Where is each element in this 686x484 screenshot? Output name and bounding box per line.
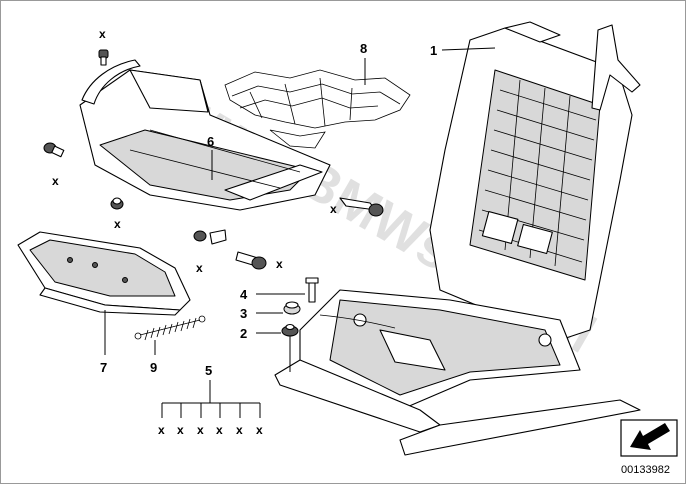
spring-mat-part[interactable]: [224, 69, 411, 149]
label-part-2: 2: [240, 326, 247, 341]
diagram-code: 00133982: [621, 464, 670, 476]
x-mark-group5: x: [256, 423, 263, 437]
x-mark-left-bolt: x: [52, 174, 59, 188]
tension-spring-part[interactable]: [134, 315, 206, 341]
label-part-4: 4: [240, 287, 248, 302]
nut-part-2[interactable]: [281, 323, 299, 337]
x-mark-top-screw: x: [99, 27, 106, 41]
bushing-part-3[interactable]: [283, 301, 301, 315]
x-mark-group5: x: [236, 423, 243, 437]
shoulder-bolt-part[interactable]: [235, 251, 267, 270]
seat-pan-part[interactable]: [79, 59, 331, 211]
label-part-6: 6: [207, 134, 214, 149]
x-mark-group5: x: [177, 423, 184, 437]
seat-base-frame[interactable]: [274, 289, 641, 456]
x-mark-group5: x: [216, 423, 223, 437]
left-bolt-part[interactable]: [43, 142, 65, 158]
left-nut-part[interactable]: [110, 197, 124, 210]
label-part-9: 9: [150, 360, 157, 375]
label-part-8: 8: [360, 41, 367, 56]
label-part-3: 3: [240, 306, 247, 321]
pivot-clip-part[interactable]: [193, 229, 227, 245]
x-mark-pivot-clip: x: [196, 261, 203, 275]
pivot-pin-part[interactable]: [339, 197, 384, 217]
group-5-bracket: [161, 380, 261, 418]
x-mark-shoulder-bolt: x: [276, 257, 283, 271]
x-mark-pivot-pin: x: [330, 202, 337, 216]
leader-1: [441, 47, 496, 51]
seat-back-frame-part[interactable]: [429, 21, 641, 341]
label-part-5: 5: [205, 363, 212, 378]
arrow-nav-icon[interactable]: [620, 419, 678, 457]
top-screw-part[interactable]: [98, 49, 109, 66]
label-part-7: 7: [100, 360, 107, 375]
x-mark-group5: x: [158, 423, 165, 437]
x-mark-left-nut: x: [114, 217, 121, 231]
cover-panel-part[interactable]: [17, 231, 191, 316]
bolt-part-4[interactable]: [305, 277, 319, 303]
label-part-1: 1: [430, 43, 437, 58]
x-mark-group5: x: [197, 423, 204, 437]
